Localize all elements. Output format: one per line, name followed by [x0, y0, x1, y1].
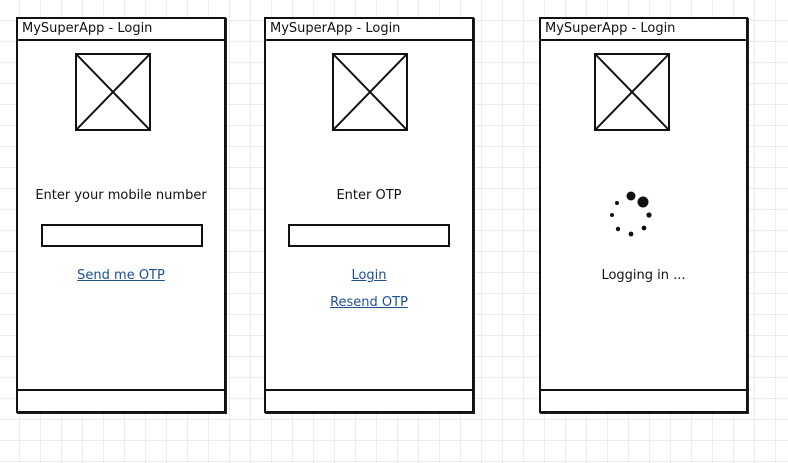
login-screen-mobile: MySuperApp - Login Enter your mobile num…: [16, 17, 226, 413]
otp-label: Enter OTP: [336, 188, 402, 203]
login-screen-otp: MySuperApp - Login Enter OTP Login Resen…: [264, 17, 474, 413]
loading-spinner-icon: [610, 191, 652, 237]
image-placeholder-icon: [75, 53, 151, 131]
window-title: MySuperApp - Login: [18, 19, 224, 41]
mobile-number-label: Enter your mobile number: [35, 188, 207, 203]
footer-bar: [266, 389, 472, 411]
footer-bar: [18, 389, 224, 411]
mobile-number-input[interactable]: [41, 224, 203, 247]
logging-in-status: Logging in ...: [601, 268, 686, 283]
otp-input[interactable]: [288, 224, 450, 247]
image-placeholder-icon: [332, 53, 408, 131]
login-link[interactable]: Login: [351, 268, 387, 283]
window-title: MySuperApp - Login: [541, 19, 746, 41]
resend-otp-link[interactable]: Resend OTP: [330, 295, 408, 310]
login-screen-loading: MySuperApp - Login Logging in ...: [539, 17, 748, 413]
send-otp-link[interactable]: Send me OTP: [77, 268, 165, 283]
footer-bar: [541, 389, 746, 411]
window-title: MySuperApp - Login: [266, 19, 472, 41]
image-placeholder-icon: [594, 53, 670, 131]
